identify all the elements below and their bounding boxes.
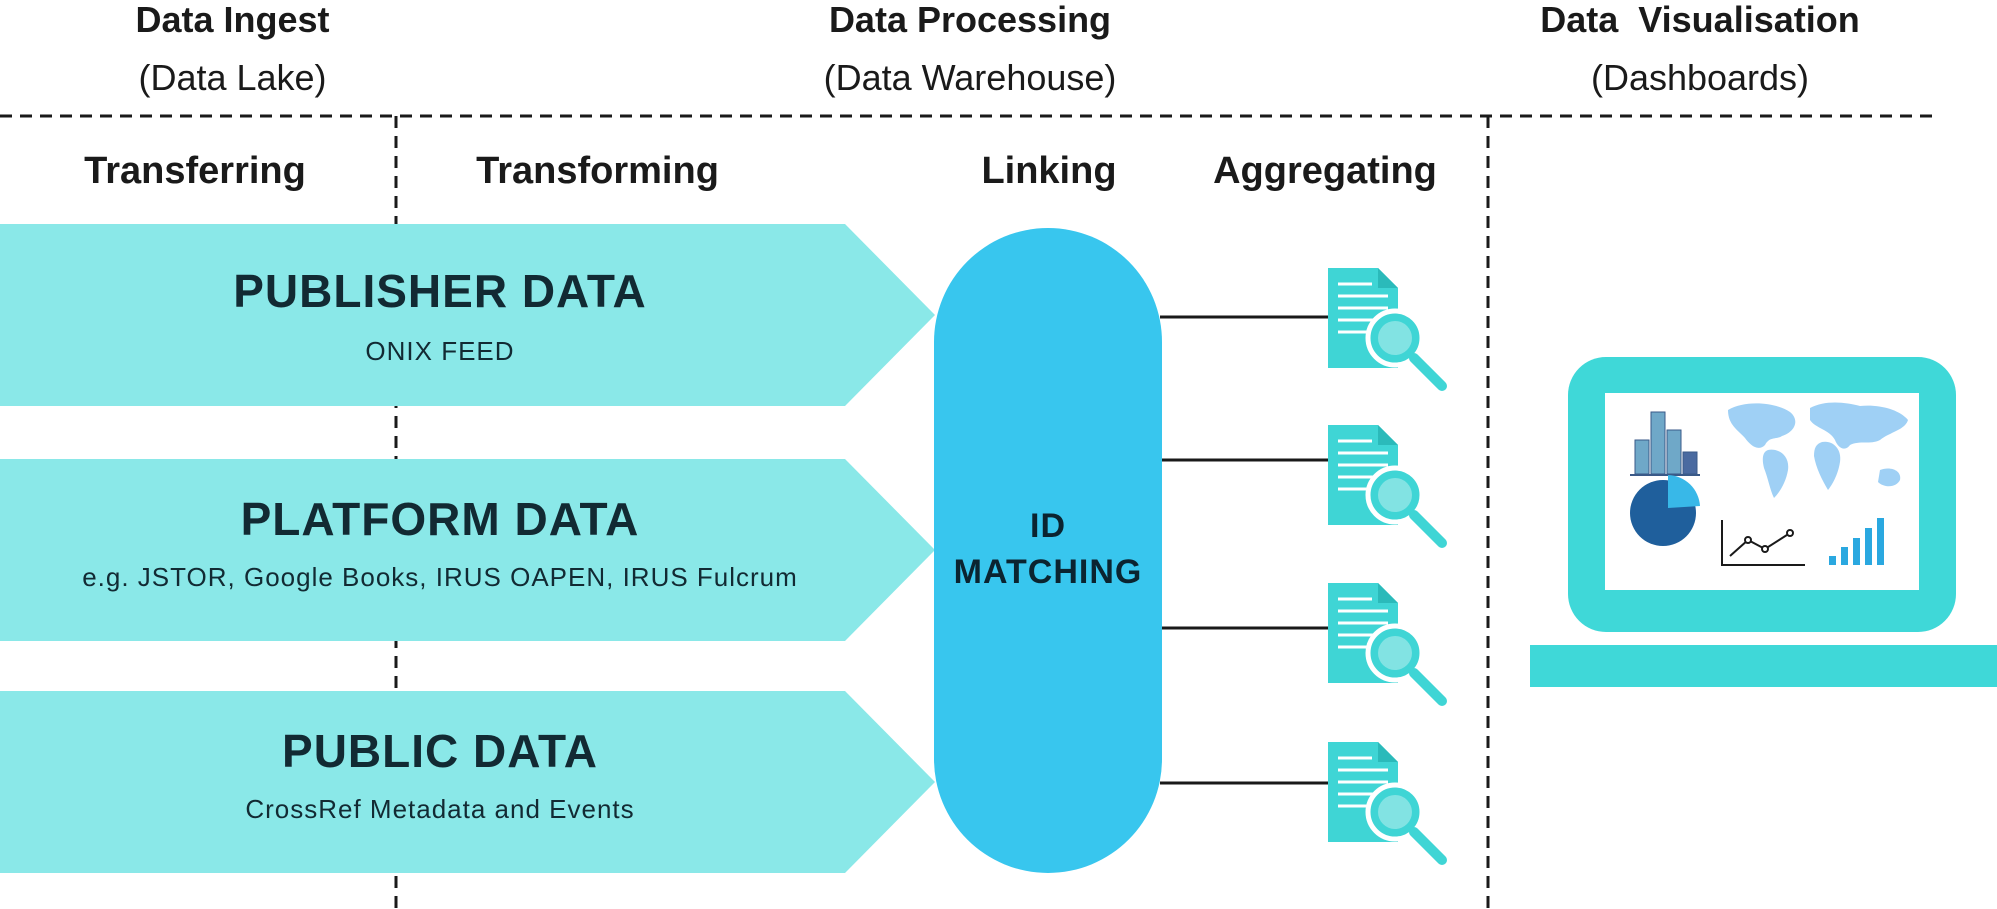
bar-chart-icon (1630, 411, 1700, 476)
ingest-header: Data Ingest (Data Lake) (60, 0, 405, 100)
id-matching-line2: MATCHING (953, 553, 1143, 591)
stage-aggregating: Aggregating (1213, 150, 1437, 192)
stage-transferring: Transferring (84, 150, 306, 192)
publisher-data-title: PUBLISHER DATA (233, 265, 647, 317)
ingest-title: Data Ingest (135, 0, 330, 40)
platform-data-subtitle: e.g. JSTOR, Google Books, IRUS OAPEN, IR… (82, 562, 798, 592)
signal-bars-icon (1829, 518, 1884, 565)
visualisation-title: Data Visualisation (1540, 0, 1860, 40)
stage-linking: Linking (981, 150, 1117, 192)
processing-subtitle: (Data Warehouse) (823, 57, 1117, 98)
stage-transforming: Transforming (476, 150, 719, 192)
publisher-data-subtitle: ONIX FEED (365, 336, 515, 366)
visualisation-header: Data Visualisation (Dashboards) (1500, 0, 1900, 100)
document-search-icon (1328, 583, 1447, 706)
document-search-icon (1328, 742, 1447, 865)
id-matching-pill (934, 228, 1162, 873)
document-search-icon (1328, 425, 1447, 548)
line-chart-icon (1721, 520, 1805, 566)
public-data-arrow (0, 691, 935, 873)
id-matching-label: ID MATCHING (934, 503, 1162, 595)
connector-lines (1160, 315, 1330, 785)
id-matching-line1: ID (1030, 507, 1066, 545)
visualisation-subtitle: (Dashboards) (1590, 57, 1810, 98)
document-search-icon (1328, 268, 1447, 391)
pie-chart-icon (1630, 475, 1700, 546)
world-map-icon (1728, 402, 1908, 498)
processing-header: Data Processing (Data Warehouse) (770, 0, 1170, 100)
laptop-dashboard-icon (1530, 357, 1997, 687)
public-data-title: PUBLIC DATA (282, 725, 598, 777)
publisher-data-arrow (0, 224, 935, 406)
public-data-subtitle: CrossRef Metadata and Events (245, 794, 635, 824)
ingest-subtitle: (Data Lake) (138, 57, 327, 98)
processing-title: Data Processing (828, 0, 1112, 40)
platform-data-arrow (0, 459, 935, 641)
platform-data-title: PLATFORM DATA (240, 493, 640, 545)
